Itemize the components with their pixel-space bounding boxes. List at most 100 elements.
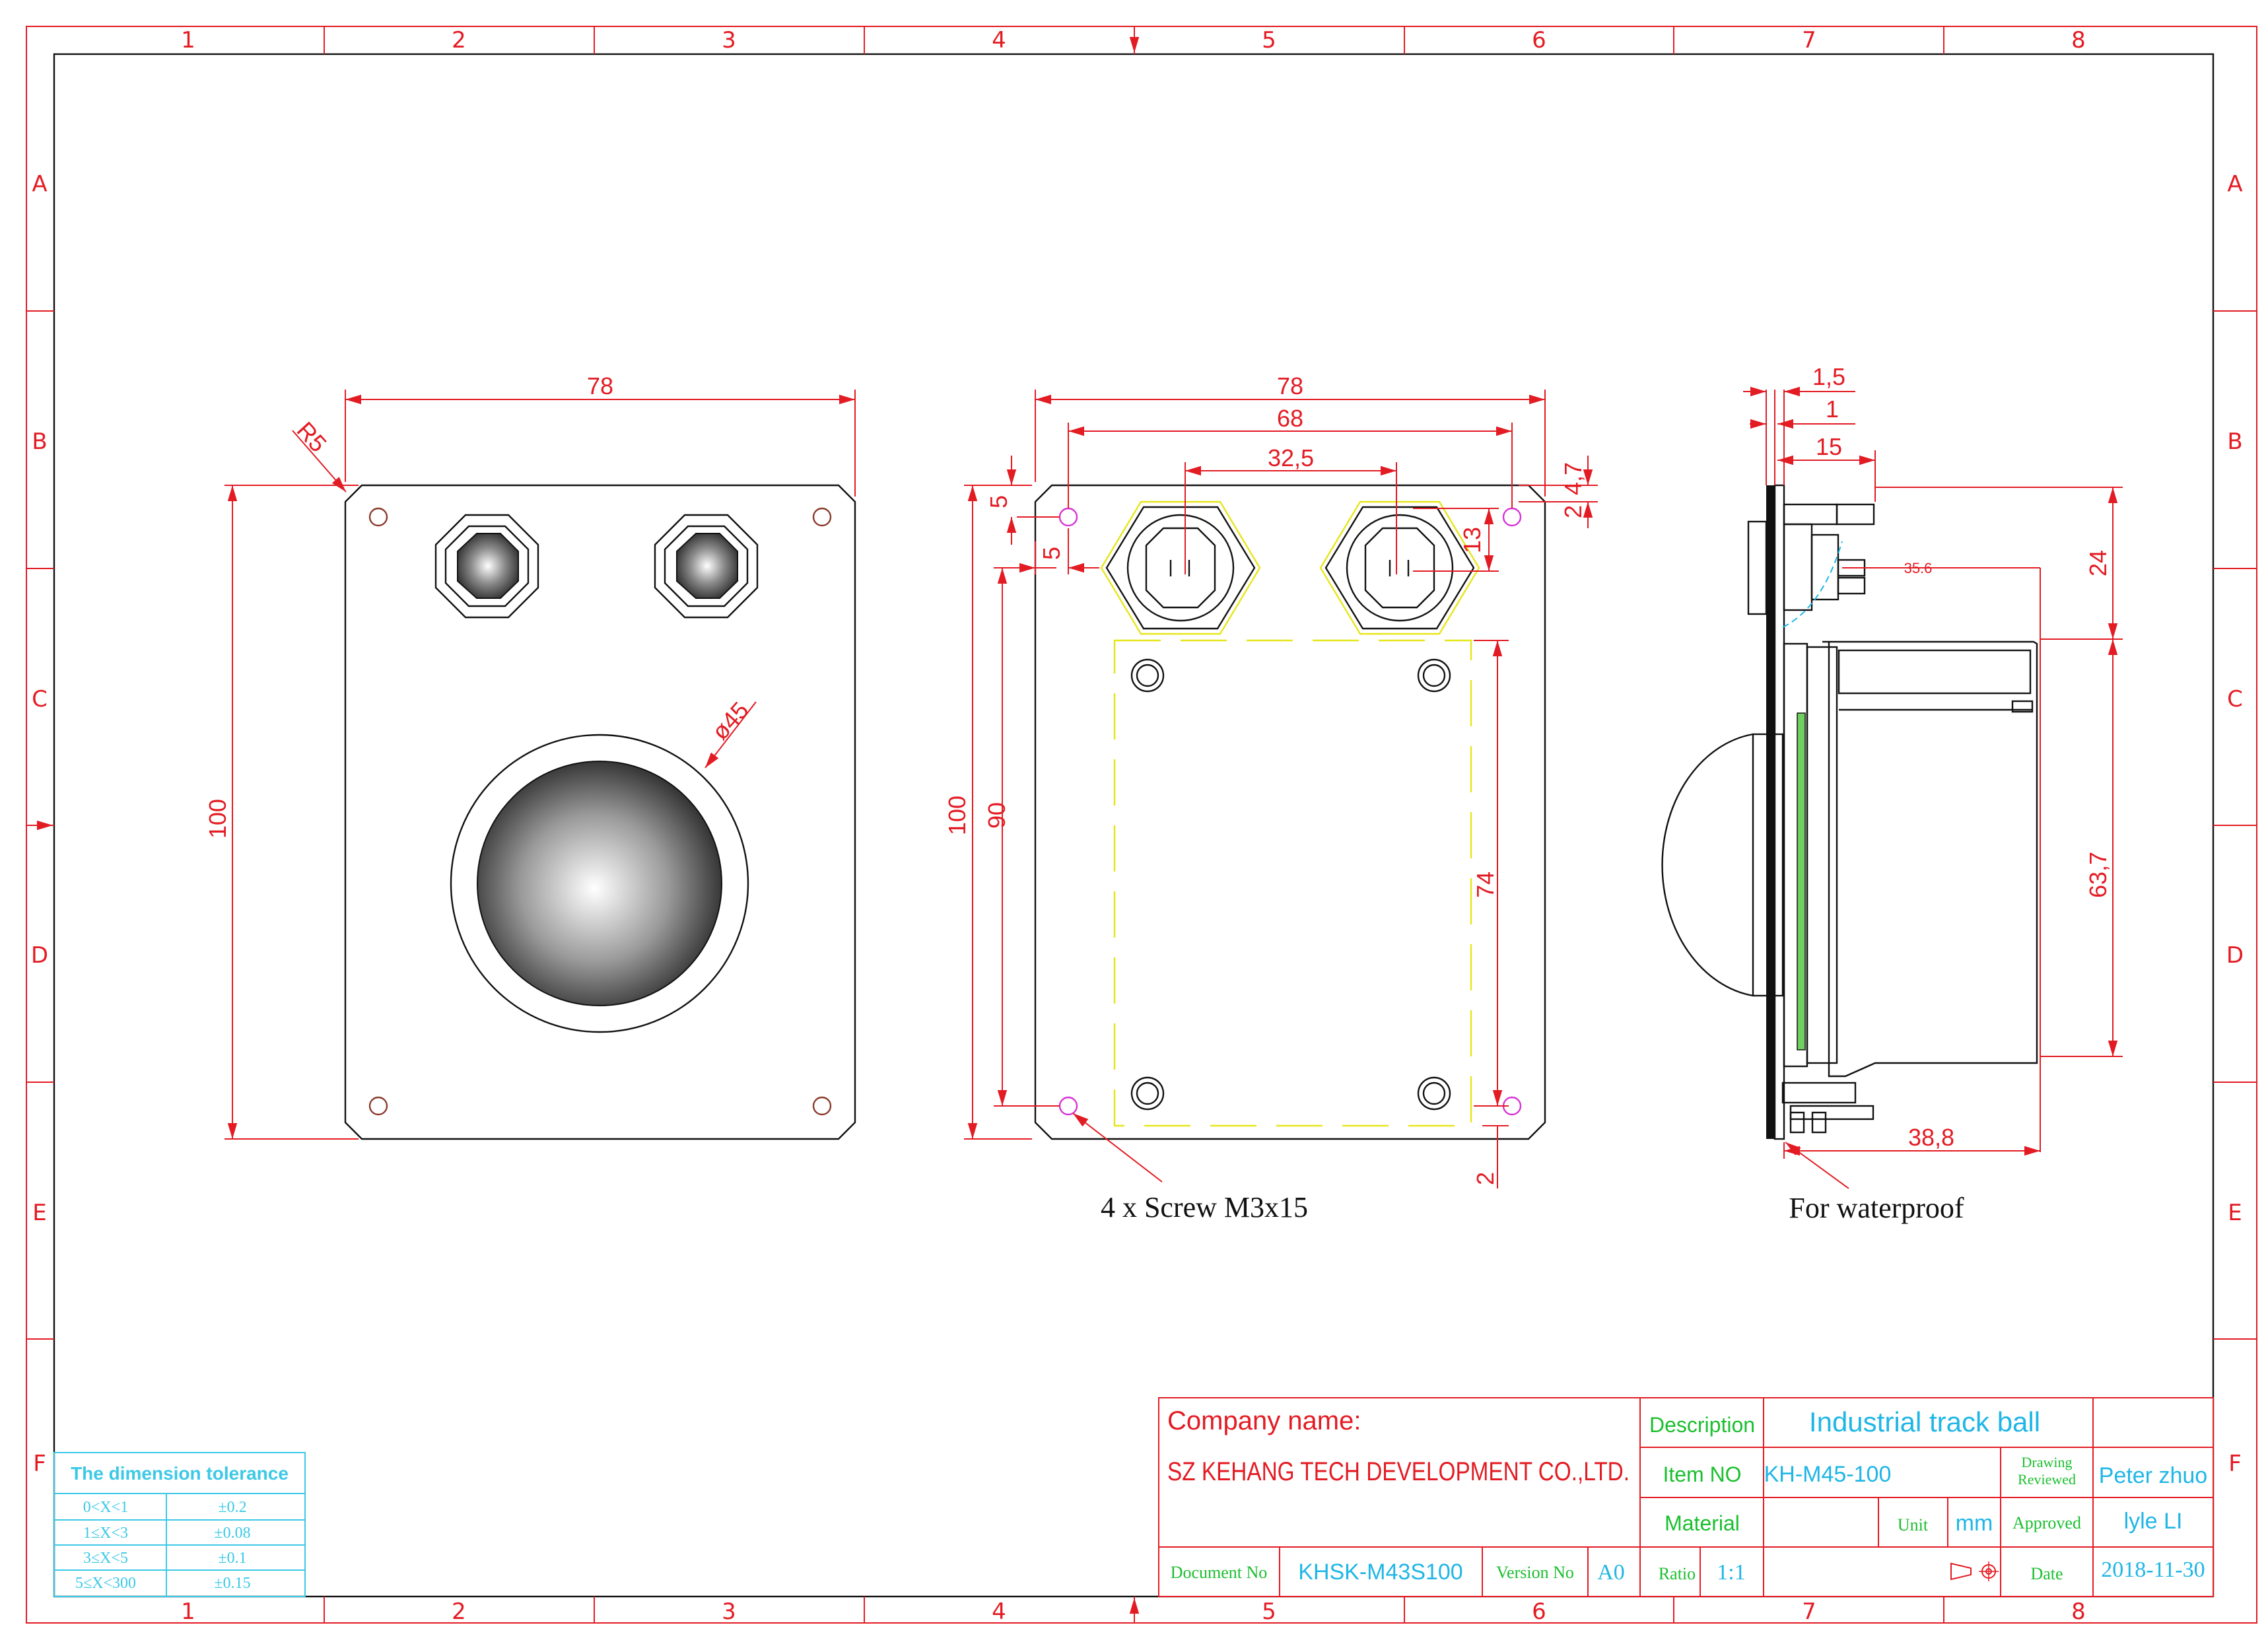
document-no-label: Document No	[1171, 1563, 1268, 1582]
row-label-d-right: D	[2226, 942, 2244, 969]
tolerance-value: ±0.1	[218, 1550, 246, 1567]
module-height-dimension: 74	[1472, 872, 1499, 898]
hole-pitch-dimension: 90	[983, 802, 1010, 829]
column-label-8: 8	[2071, 27, 2086, 53]
item-no-label: Item NO	[1663, 1462, 1741, 1486]
column-label-2: 2	[452, 27, 466, 53]
drawing-frame: 1 2 3 4 5 6 7 8 1 2 3 4 5 6 7 8 A B C D …	[26, 26, 2257, 1625]
top-offset-dimension: 5	[985, 495, 1012, 508]
tolerance-range: 1≤X<3	[83, 1525, 128, 1542]
hidden-module-outline	[1113, 639, 1472, 1127]
version-no-label: Version No	[1496, 1563, 1574, 1582]
side-gasket	[1797, 712, 1806, 1050]
top-section-dimension: 24	[2084, 550, 2112, 576]
column-label-7-bottom: 7	[1802, 1598, 1816, 1625]
row-label-b-right: B	[2227, 429, 2242, 455]
column-label-3: 3	[722, 27, 736, 53]
row-label-c-right: C	[2227, 686, 2243, 712]
description-value: Industrial track ball	[1809, 1406, 2040, 1437]
side-trackball	[1661, 733, 1754, 997]
trackball-bezel	[450, 734, 749, 1033]
body-depth-dimension: 38,8	[1908, 1124, 1954, 1151]
row-label-a: A	[32, 171, 47, 197]
row-label-f: F	[33, 1451, 46, 1477]
row-label-e-right: E	[2228, 1200, 2242, 1226]
column-label-6: 6	[1532, 27, 1546, 53]
row-label-f-right: F	[2228, 1451, 2242, 1477]
screw-note: 4 x Screw M3x15	[1101, 1191, 1308, 1223]
right-offset-dimension-b: 2	[1560, 505, 1587, 518]
front-height-dimension: 100	[204, 799, 231, 839]
left-button	[434, 514, 539, 619]
screw-hole	[1502, 507, 1522, 527]
ratio-value: 1:1	[1717, 1560, 1745, 1585]
connector-depth-dimension: 15	[1816, 433, 1842, 460]
projection-symbol-icon	[1950, 1562, 1999, 1581]
ratio-label: Ratio	[1659, 1564, 1696, 1583]
tolerance-table: The dimension tolerance 0<X<1 ±0.2 1≤X<3…	[53, 1452, 306, 1597]
screw-hole	[1058, 507, 1078, 527]
row-label-a-right: A	[2227, 171, 2242, 197]
drawing-reviewed-label-2: Reviewed	[2018, 1471, 2076, 1488]
column-label-5-bottom: 5	[1262, 1598, 1276, 1625]
tolerance-value: ±0.2	[218, 1499, 246, 1516]
plate-thickness-dimension: 1,5	[1812, 363, 1845, 390]
connector-span-dimension: 32,5	[1268, 444, 1314, 471]
hole-offset-dimension: 5	[1038, 547, 1065, 560]
column-label-1-bottom: 1	[181, 1598, 195, 1625]
tolerance-range: 5≤X<300	[75, 1575, 136, 1592]
tolerance-title: The dimension tolerance	[71, 1463, 289, 1484]
description-label: Description	[1649, 1413, 1755, 1437]
hole-span-dimension: 68	[1277, 405, 1303, 432]
row-label-b: B	[32, 429, 47, 455]
right-offset-dimension-a: 4,7	[1560, 462, 1587, 495]
company-name: SZ KEHANG TECH DEVELOPMENT CO.,LTD.	[1167, 1457, 1630, 1486]
side-panel	[1766, 485, 1775, 1139]
mounting-hole	[812, 507, 832, 527]
body-height-dimension: 63,7	[2084, 852, 2112, 898]
item-no-value: KH-M45-100	[1764, 1462, 1892, 1487]
column-label-8-bottom: 8	[2071, 1598, 2086, 1625]
document-no-value: KHSK-M43S100	[1298, 1560, 1462, 1585]
right-button	[654, 514, 759, 619]
column-label-1: 1	[181, 27, 195, 53]
rear-panel-outline	[1034, 484, 1546, 1140]
mounting-hole	[812, 1096, 832, 1116]
inner-dimension: 35.6	[1904, 560, 1933, 576]
unit-label: Unit	[1898, 1515, 1929, 1534]
mounting-hole	[368, 1096, 388, 1116]
row-label-c: C	[32, 686, 48, 712]
tolerance-value: ±0.08	[214, 1525, 250, 1542]
gasket-thickness-dimension: 1	[1826, 395, 1839, 423]
trackball	[477, 761, 722, 1006]
front-width-dimension: 78	[587, 372, 613, 399]
screw-hole	[1058, 1096, 1078, 1116]
column-label-5: 5	[1262, 27, 1276, 53]
corner-radius-dimension: R5	[292, 417, 332, 458]
column-label-6-bottom: 6	[1532, 1598, 1546, 1625]
rear-width-dimension: 78	[1277, 372, 1303, 399]
rear-view: 78 68 32,5 5 5 13 4,7 2 100 90	[944, 372, 1598, 1223]
connector-height-dimension: 13	[1459, 527, 1486, 553]
front-view: 78 100 R5 ø45	[204, 372, 856, 1140]
front-panel-outline	[344, 484, 856, 1140]
rear-connector-left	[1100, 500, 1261, 635]
drawing-reviewed-label-1: Drawing	[2022, 1454, 2073, 1470]
module-standoffs	[1130, 658, 1451, 1111]
material-label: Material	[1665, 1511, 1740, 1535]
side-view: 1,5 1 15 35.6 24 63,7 38,8 For waterproo…	[1661, 363, 2123, 1224]
column-label-2-bottom: 2	[452, 1598, 466, 1625]
approved-label: Approved	[2012, 1513, 2081, 1532]
rear-connector-right	[1319, 500, 1480, 635]
date-value: 2018-11-30	[2101, 1558, 2205, 1582]
bottom-offset-dimension: 2	[1472, 1172, 1499, 1185]
title-block: Company name: SZ KEHANG TECH DEVELOPMENT…	[1158, 1397, 2214, 1597]
rear-height-dimension: 100	[944, 796, 971, 835]
row-label-d: D	[31, 942, 48, 969]
tolerance-range: 3≤X<5	[83, 1550, 128, 1567]
row-label-e: E	[32, 1200, 46, 1226]
approved-value: lyle LI	[2124, 1509, 2183, 1534]
date-label: Date	[2030, 1564, 2063, 1583]
company-label: Company name:	[1167, 1406, 1361, 1435]
